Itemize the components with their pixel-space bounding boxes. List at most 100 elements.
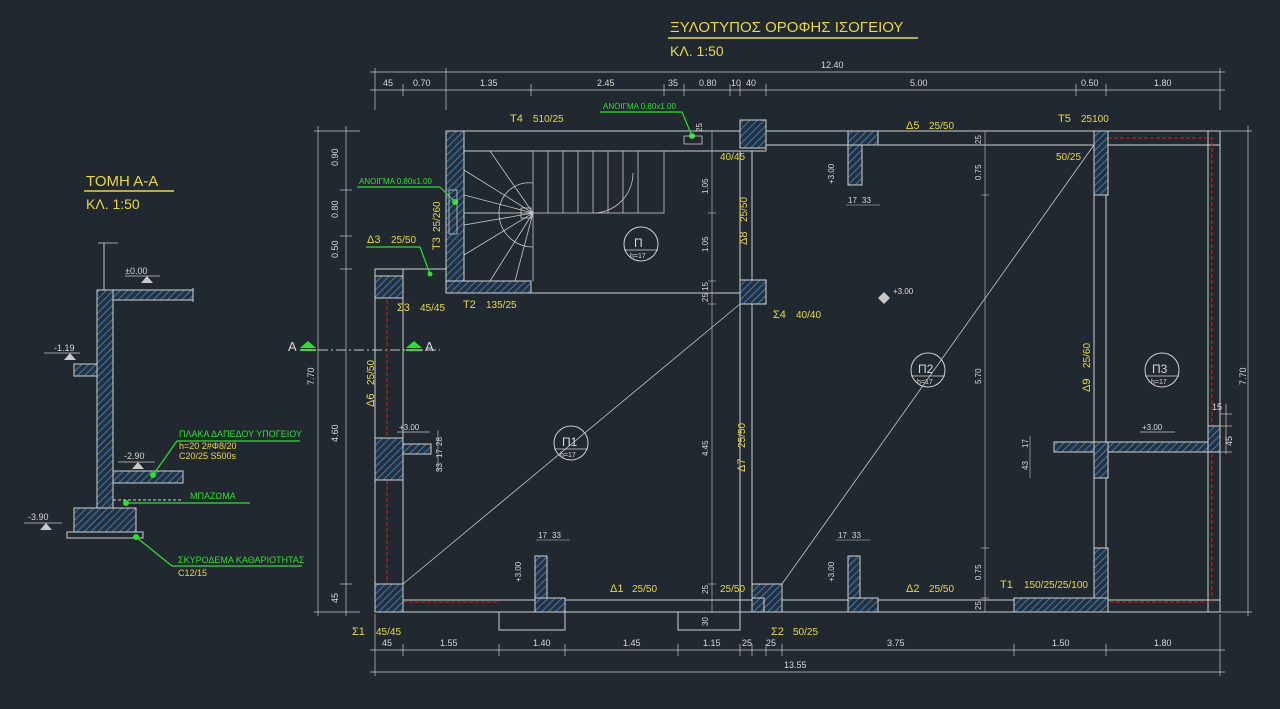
svg-text:40: 40: [746, 78, 756, 88]
svg-text:+3.00: +3.00: [514, 561, 523, 582]
beam-d1-name: Δ1: [610, 583, 623, 595]
svg-text:-3.90: -3.90: [28, 512, 49, 522]
svg-text:45: 45: [383, 78, 393, 88]
beam-d7-size: 25/50: [737, 423, 748, 448]
svg-text:ΑΝΟΙΓΜΑ 0.80x1.00: ΑΝΟΙΓΜΑ 0.80x1.00: [603, 102, 676, 111]
svg-text:h=17: h=17: [1151, 379, 1167, 386]
svg-text:ΜΠΑΖΩΜΑ: ΜΠΑΖΩΜΑ: [190, 491, 236, 501]
svg-text:0.50: 0.50: [330, 240, 340, 258]
column-d2-base: [847, 597, 879, 613]
svg-text:ΠΛΑΚΑ ΔΑΠΕΔΟΥ ΥΠΟΓΕΙΟΥ: ΠΛΑΚΑ ΔΑΠΕΔΟΥ ΥΠΟΓΕΙΟΥ: [179, 429, 302, 439]
svg-text:12.40: 12.40: [821, 60, 844, 70]
beam-labels: Τ4 510/25 Δ5 25/50 Τ5 25100 50/25 40/45 …: [352, 113, 1109, 638]
svg-text:25: 25: [974, 135, 983, 144]
column-s3: [374, 275, 404, 299]
svg-text:25: 25: [701, 293, 710, 302]
column-s1-size: 45/45: [376, 627, 401, 638]
left-dimensions: [314, 126, 360, 616]
svg-text:-2.90: -2.90: [124, 451, 145, 461]
section-aa-drawing: ±0.00 -1.19 -2.90 -3.90 ΠΛΑΚΑ ΔΑΠΕΔΟΥ ΥΠ…: [24, 242, 305, 578]
svg-text:ΑΝΟΙΓΜΑ 0.80x1.00: ΑΝΟΙΓΜΑ 0.80x1.00: [359, 177, 432, 186]
svg-text:13.55: 13.55: [784, 660, 807, 670]
level-plan-center: +3.00: [878, 287, 914, 304]
svg-text:0.80: 0.80: [330, 200, 340, 218]
slab-marker-p1: Π1 h=17: [553, 425, 589, 461]
callout-fill: ΜΠΑΖΩΜΑ: [123, 491, 250, 506]
section-arrow-right: [406, 341, 422, 348]
svg-text:25: 25: [695, 123, 704, 132]
column-s3-size: 45/45: [420, 303, 445, 314]
svg-text:4.45: 4.45: [701, 440, 710, 456]
plan-scale: ΚΛ. 1:50: [670, 43, 724, 59]
svg-text:+3.00: +3.00: [827, 163, 836, 184]
svg-text:45: 45: [330, 593, 340, 603]
svg-text:33: 33: [852, 531, 861, 540]
column-t1-base: [1013, 597, 1109, 613]
svg-text:1.55: 1.55: [440, 638, 458, 648]
opening-left-callout: ΑΝΟΙΓΜΑ 0.80x1.00: [357, 177, 458, 235]
svg-text:3.75: 3.75: [887, 638, 905, 648]
column-d6-cant: [402, 443, 432, 455]
callout-lean: ΣΚΥΡΟΔΕΜΑ ΚΑΘΑΡΙΟΤΗΤΑΣ C12/15: [133, 534, 305, 578]
d3-callout: [366, 246, 433, 277]
column-d5-stub: [847, 144, 863, 186]
svg-text:5.00: 5.00: [910, 78, 928, 88]
column-s3-name: Σ3: [397, 302, 410, 314]
callout-slab: ΠΛΑΚΑ ΔΑΠΕΔΟΥ ΥΠΟΓΕΙΟΥ h=20 2#Φ8/20 C20/…: [150, 429, 302, 478]
svg-text:10: 10: [731, 78, 741, 88]
internal-dimension-texts: 1.05 1.05 15 25 4.45 25 30 25 0.75 5.70 …: [435, 123, 1030, 626]
plan-outlines: [374, 130, 1221, 631]
svg-text:15: 15: [1212, 402, 1222, 412]
column-t2: [445, 280, 532, 294]
svg-text:7.70: 7.70: [306, 367, 316, 385]
column-t5: [1093, 130, 1109, 196]
svg-text:Α: Α: [288, 339, 297, 354]
column-s2-size: 50/25: [793, 627, 818, 638]
section-top-slab: [112, 289, 194, 301]
svg-text:1.80: 1.80: [1154, 78, 1172, 88]
svg-text:Π2: Π2: [918, 362, 934, 376]
svg-text:33: 33: [552, 531, 561, 540]
svg-text:17: 17: [1021, 439, 1030, 448]
column-d5: [847, 130, 879, 146]
svg-text:h=17: h=17: [917, 379, 933, 386]
level-plan-right: +3.00: [1140, 423, 1175, 433]
svg-text:0.80: 0.80: [699, 78, 717, 88]
svg-text:Α: Α: [425, 339, 434, 354]
column-d6-stub: [374, 437, 404, 481]
beam-d9-size: 25/60: [1082, 343, 1093, 368]
column-s4: [739, 279, 767, 305]
svg-text:1.15: 1.15: [703, 638, 721, 648]
beam-d8-name: Δ8: [738, 232, 750, 245]
svg-text:15: 15: [701, 282, 710, 291]
section-arrow-left: [300, 341, 316, 348]
beam-t5-name: Τ5: [1058, 113, 1071, 125]
svg-text:+3.00: +3.00: [1142, 423, 1163, 432]
beam-t5-size: 25100: [1081, 114, 1109, 125]
svg-text:0.75: 0.75: [974, 564, 983, 580]
beam-t3-name: Τ3: [431, 237, 443, 250]
slab-diagonals: [402, 144, 1095, 585]
svg-text:Π: Π: [634, 236, 643, 250]
svg-text:1.45: 1.45: [623, 638, 641, 648]
bottom-dimensions: [370, 614, 1225, 676]
svg-text:4.60: 4.60: [330, 424, 340, 442]
beam-t1-size: 150/25/25/100: [1024, 580, 1088, 591]
svg-text:h=20 2#Φ8/20: h=20 2#Φ8/20: [179, 441, 236, 451]
svg-text:1.35: 1.35: [480, 78, 498, 88]
column-s1: [374, 583, 404, 613]
svg-text:1.05: 1.05: [701, 236, 710, 252]
svg-text:7.70: 7.70: [1238, 367, 1248, 385]
svg-text:30: 30: [701, 617, 710, 626]
beam-d6-name: Δ6: [365, 394, 377, 407]
svg-text:25: 25: [742, 638, 752, 648]
svg-text:0.75: 0.75: [974, 164, 983, 180]
svg-text:0.90: 0.90: [330, 148, 340, 166]
slab-marker-p2: Π2 h=17: [910, 352, 946, 388]
beam-d5-name: Δ5: [906, 120, 919, 132]
column-d9-stub: [1093, 441, 1109, 479]
beam-d5-size: 25/50: [929, 121, 954, 132]
beam-d3-name: Δ3: [367, 234, 380, 246]
svg-text:25: 25: [701, 585, 710, 594]
